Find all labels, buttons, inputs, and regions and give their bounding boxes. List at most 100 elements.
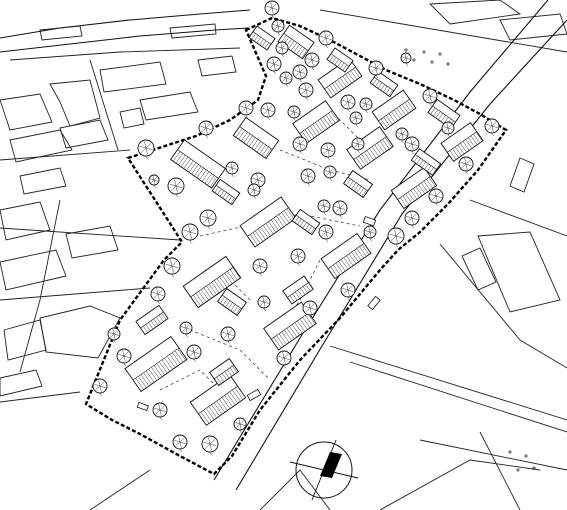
field-marker (508, 450, 512, 454)
tree (198, 120, 214, 139)
parcel-b (169, 23, 217, 39)
tree (275, 41, 289, 58)
parcel-east-a (477, 231, 561, 313)
parcel-top-right-b (499, 13, 567, 41)
house (371, 89, 417, 131)
tree (276, 350, 292, 369)
parcel-e (0, 93, 53, 131)
tree (302, 300, 318, 319)
parcel-top-right-a (428, 0, 522, 25)
tree (484, 118, 500, 137)
tree (359, 97, 373, 114)
tree (395, 127, 409, 144)
parcel-l (0, 201, 51, 241)
parcel-d (197, 55, 237, 77)
tree (163, 257, 181, 278)
tree (404, 136, 420, 155)
parcel-east-b (509, 157, 535, 193)
tree (363, 225, 377, 242)
street-top-right (319, 9, 567, 53)
house (182, 255, 242, 309)
house (390, 166, 438, 210)
house (410, 148, 442, 176)
tree (317, 199, 331, 216)
car (246, 388, 262, 402)
parcel-g (9, 129, 73, 163)
street-east-5 (469, 199, 567, 237)
street-west-5 (89, 59, 119, 151)
main-road-west-edge (213, 0, 549, 481)
field-marker (430, 60, 434, 64)
car (362, 215, 377, 227)
tree (167, 177, 185, 198)
parcel-f (49, 79, 101, 127)
field-marker (532, 466, 536, 470)
tree (287, 105, 301, 122)
parcel-east-c (461, 247, 497, 291)
parcel-h (59, 119, 109, 149)
tree (252, 258, 268, 277)
tree (458, 156, 474, 175)
road-top-left-edge (0, 27, 249, 53)
tree (148, 174, 160, 189)
tree (368, 60, 384, 79)
house (124, 335, 188, 393)
street-west-2 (0, 227, 181, 241)
house (346, 126, 394, 170)
street-east-1 (329, 345, 567, 421)
tree (300, 168, 316, 187)
tree (220, 326, 236, 345)
tree (179, 321, 193, 338)
tree (172, 434, 188, 453)
parcel-q (0, 369, 43, 397)
street-south-1 (89, 469, 151, 510)
main-road-east-edge (235, 19, 567, 491)
house (282, 275, 314, 305)
house (291, 208, 321, 236)
street-west-3 (0, 287, 151, 301)
tree (387, 227, 405, 248)
parcel-c (99, 61, 167, 93)
field-marker (516, 468, 520, 472)
field-marker (524, 454, 528, 458)
tree (92, 378, 108, 397)
tree (400, 52, 412, 67)
field-marker (404, 48, 408, 52)
car (367, 295, 381, 311)
tree (225, 161, 239, 178)
tree (428, 188, 444, 207)
tree (116, 348, 132, 367)
tree (323, 165, 337, 182)
house (170, 139, 226, 189)
street-west-4 (0, 391, 81, 403)
street-south-3 (479, 431, 521, 510)
tree (238, 100, 254, 119)
house (239, 196, 297, 248)
field-markers (404, 48, 536, 472)
street-east-3 (419, 439, 567, 471)
tree (186, 344, 202, 363)
house (342, 169, 374, 199)
tree (292, 64, 308, 83)
field-marker (412, 58, 416, 62)
tree (318, 30, 334, 49)
tree (422, 88, 438, 107)
parcel-i (139, 91, 199, 121)
house (320, 232, 372, 280)
street-west-1 (0, 149, 131, 161)
house (326, 47, 354, 73)
houses-layer (124, 24, 484, 426)
cars-layer (136, 215, 381, 412)
parcel-n (0, 249, 67, 291)
tree (271, 19, 285, 36)
tree (351, 137, 365, 154)
tree (349, 111, 363, 128)
house (248, 25, 276, 51)
tree (247, 183, 261, 200)
tree (340, 282, 356, 301)
tree (340, 94, 356, 113)
car (136, 401, 149, 412)
